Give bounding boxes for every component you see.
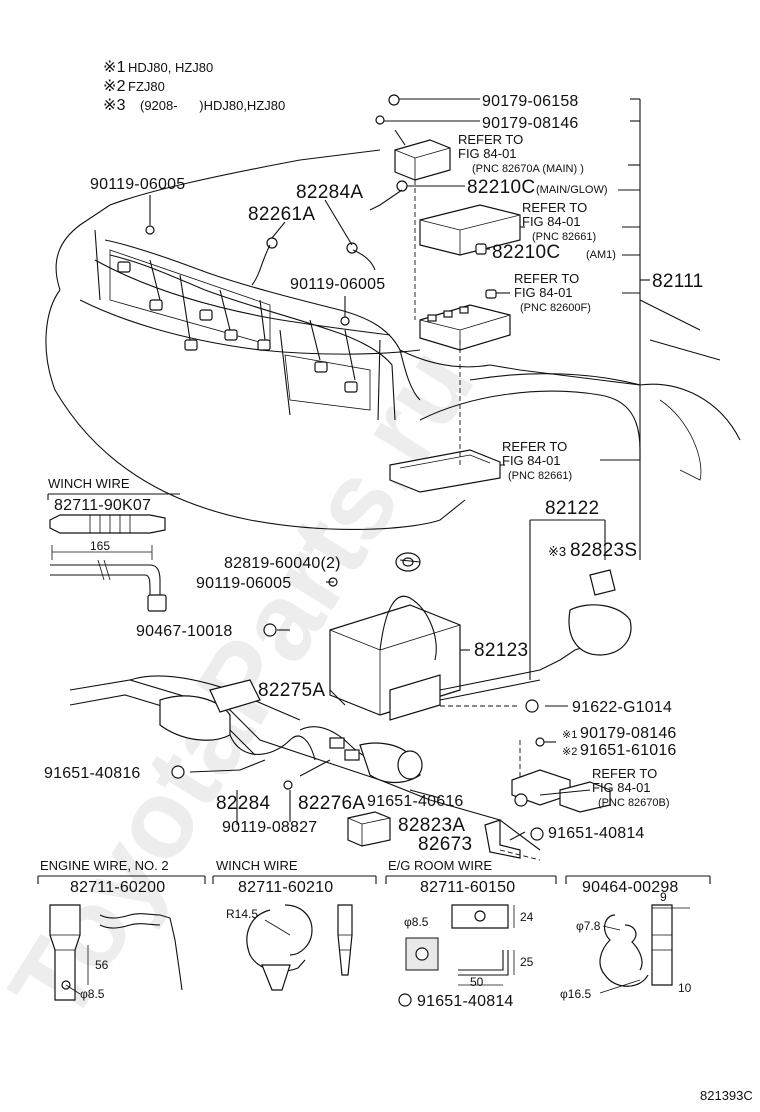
label-82210C-b[interactable]: 82210C [492, 242, 560, 263]
refer-3-line3: (PNC 82600F) [520, 302, 591, 314]
refer-4-line3: (PNC 82661) [508, 470, 572, 482]
note-2-text: FZJ80 [128, 79, 165, 94]
fuse-cover [389, 449, 501, 493]
label-90179-06158[interactable]: 90179-06158 [482, 93, 579, 110]
refer-5-line1: REFER TO [592, 766, 657, 781]
bolt-mark-icon [171, 765, 185, 779]
label-90119-06005-a[interactable]: 90119-06005 [90, 176, 185, 193]
refer-3-line1: REFER TO [514, 271, 579, 286]
label-82284A[interactable]: 82284A [296, 182, 363, 203]
winch-wire-82711-90K07: WINCH WIRE 82711-90K07 165 [47, 476, 180, 612]
section-3-dim-d85: φ8.5 [404, 915, 429, 929]
label-82823S[interactable]: 82823S [570, 540, 637, 561]
refer-2-line1: REFER TO [522, 200, 587, 215]
refer-1-line1: REFER TO [458, 132, 523, 147]
section-1-dim-56: 56 [95, 958, 109, 972]
section-2-dim-r145: R14.5 [226, 907, 258, 921]
label-91651-61016[interactable]: 91651-61016 [580, 742, 677, 759]
label-82276A[interactable]: 82276A [298, 793, 365, 814]
label-82261A[interactable]: 82261A [248, 204, 315, 225]
label-82284[interactable]: 82284 [216, 793, 270, 814]
label-90179-08146-b-mark: ※1 [562, 729, 577, 741]
label-90179-08146-b[interactable]: 90179-08146 [580, 725, 677, 742]
section-4-dim-9: 9 [660, 890, 667, 904]
bolt-mark-icon [514, 793, 528, 807]
bolt-mark-icon [398, 993, 412, 1007]
label-82275A[interactable]: 82275A [258, 680, 325, 701]
refer-3-line2: FIG 84-01 [514, 285, 573, 300]
refer-1-line2: FIG 84-01 [458, 146, 517, 161]
refer-2-line2: FIG 84-01 [522, 214, 581, 229]
label-82210C-a-note: (MAIN/GLOW) [536, 184, 608, 196]
figure-id: 821393C [700, 1088, 753, 1103]
section-3-title: E/G ROOM WIRE [388, 858, 492, 873]
label-91651-40616[interactable]: 91651-40616 [367, 793, 464, 810]
section-3-dim-25: 25 [520, 955, 534, 969]
section-1-title: ENGINE WIRE, NO. 2 [40, 858, 169, 873]
label-82823S-mark: ※3 [548, 544, 566, 559]
section-clamp-90464: 90464-00298 φ7.8 9 φ16.5 10 [560, 875, 711, 1001]
section-2-part[interactable]: 82711-60210 [238, 879, 333, 896]
label-82122[interactable]: 82122 [545, 498, 599, 519]
refer-5-line2: FIG 84-01 [592, 780, 651, 795]
section-4-dim-d78: φ7.8 [576, 919, 601, 933]
note-3-text: (9208- )HDJ80,HZJ80 [140, 98, 285, 113]
leader-lines-upper [145, 98, 650, 466]
section-3-bolt[interactable]: 91651-40814 [417, 993, 514, 1010]
label-90179-08146[interactable]: 90179-08146 [482, 115, 579, 132]
bolt-mark-icon [525, 699, 539, 713]
refer-4-line1: REFER TO [502, 439, 567, 454]
refer-4-line2: FIG 84-01 [502, 453, 561, 468]
label-91622-G1014[interactable]: 91622-G1014 [572, 699, 672, 716]
note-3-mark: ※3 [103, 97, 126, 114]
section-3-dim-24: 24 [520, 910, 534, 924]
section-1-dim-d85: φ8.5 [80, 987, 105, 1001]
refer-5-line3: (PNC 82670B) [598, 797, 670, 809]
section-4-dim-d165: φ16.5 [560, 987, 591, 1001]
note-1-mark: ※1 [103, 59, 126, 76]
note-1-text: HDJ80, HZJ80 [128, 60, 213, 75]
section-3-dim-50: 50 [470, 975, 484, 989]
label-82210C-a[interactable]: 82210C [467, 177, 535, 198]
label-90119-08827[interactable]: 90119-08827 [222, 819, 317, 836]
winch-wire-part[interactable]: 82711-90K07 [54, 497, 151, 514]
label-82111[interactable]: 82111 [652, 271, 704, 292]
label-90119-06005-b[interactable]: 90119-06005 [290, 276, 385, 293]
refer-2-line3: (PNC 82661) [532, 231, 596, 243]
section-eg-room-wire: E/G ROOM WIRE 82711-60150 φ8.5 24 25 50 … [385, 858, 557, 1010]
lower-assembly [69, 519, 632, 861]
section-2-title: WINCH WIRE [216, 858, 298, 873]
label-91651-61016-mark: ※2 [562, 746, 577, 758]
label-82210C-b-note: (AM1) [586, 249, 616, 261]
label-90467-10018[interactable]: 90467-10018 [136, 623, 233, 640]
label-91651-40814[interactable]: 91651-40814 [548, 825, 645, 842]
section-1-part[interactable]: 82711-60200 [70, 879, 165, 896]
label-82673[interactable]: 82673 [418, 834, 472, 855]
section-engine-wire-no2: ENGINE WIRE, NO. 2 82711-60200 56 φ8.5 [37, 858, 206, 1001]
vehicle-body-outline [45, 149, 741, 560]
section-4-dim-10: 10 [678, 981, 692, 995]
winch-wire-title: WINCH WIRE [48, 476, 130, 491]
bolt-mark-icon [530, 827, 544, 841]
refer-1-line3: (PNC 82670A (MAIN) ) [472, 163, 584, 175]
label-82123[interactable]: 82123 [474, 640, 528, 661]
winch-wire-dim-165: 165 [90, 539, 110, 553]
section-4-part[interactable]: 90464-00298 [582, 879, 679, 896]
label-90119-06005-c[interactable]: 90119-06005 [196, 575, 291, 592]
note-2-mark: ※2 [103, 78, 126, 95]
section-winch-wire: WINCH WIRE 82711-60210 R14.5 [212, 858, 377, 991]
section-3-part[interactable]: 82711-60150 [420, 879, 515, 896]
label-82819-60040[interactable]: 82819-60040(2) [224, 555, 341, 572]
label-91651-40816[interactable]: 91651-40816 [44, 765, 141, 782]
relay-block [251, 94, 521, 351]
label-82823A[interactable]: 82823A [398, 815, 465, 836]
